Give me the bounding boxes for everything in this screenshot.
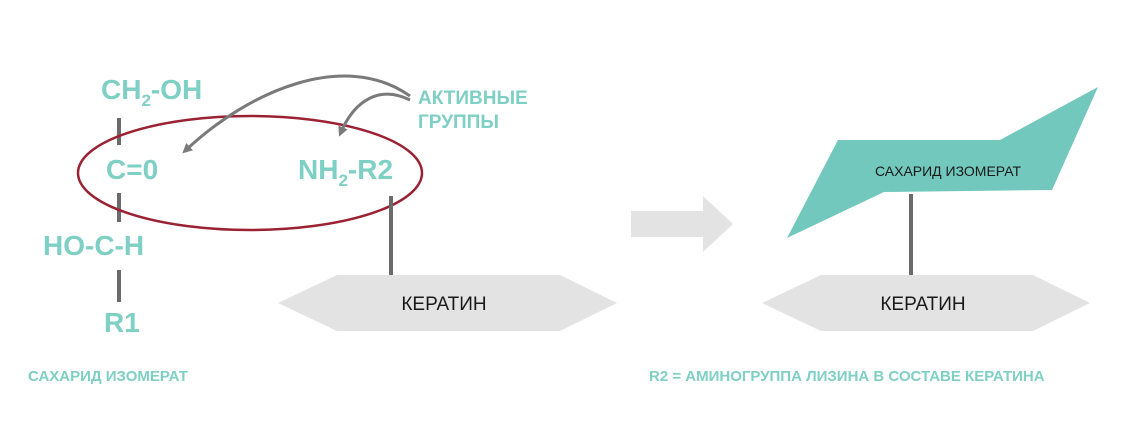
ch2oh-group: CH2-OH xyxy=(101,74,202,110)
caption-left: САХАРИД ИЗОМЕРАТ xyxy=(28,368,188,385)
saccharide-formula: CH2-OH C=0 HO-C-H R1 xyxy=(43,74,202,338)
ch2-main: CH xyxy=(101,74,141,105)
nh2-main: NH xyxy=(298,154,338,185)
right-keratin-hexagon xyxy=(762,275,1090,331)
ch2-subscript: 2 xyxy=(141,91,150,110)
active-groups-line1: АКТИВНЫЕ xyxy=(418,88,528,109)
hoch-group: HO-C-H xyxy=(43,230,144,261)
arrow-to-amine xyxy=(338,92,411,137)
right-saccharide-shape xyxy=(787,87,1098,238)
left-keratin-label: КЕРАТИН xyxy=(401,294,486,315)
caption-right: R2 = АМИНОГРУППА ЛИЗИНА В СОСТАВЕ КЕРАТИ… xyxy=(649,368,1045,385)
arrow-to-carbonyl xyxy=(182,74,411,154)
active-groups-label: АКТИВНЫЕ ГРУППЫ xyxy=(418,88,533,133)
right-keratin-label: КЕРАТИН xyxy=(880,294,965,315)
active-groups-ellipse xyxy=(76,114,424,232)
right-saccharide-label: САХАРИД ИЗОМЕРАТ xyxy=(875,163,1021,179)
ch2-tail: -OH xyxy=(151,74,202,105)
nh2-subscript: 2 xyxy=(338,171,347,190)
reaction-arrow xyxy=(631,196,733,252)
nh2-tail: -R2 xyxy=(348,154,393,185)
left-keratin-hexagon xyxy=(278,275,617,331)
active-groups-line2: ГРУППЫ xyxy=(418,112,499,133)
amine-group: NH2-R2 xyxy=(298,154,393,190)
carbonyl-group: C=0 xyxy=(106,154,158,185)
r1-group: R1 xyxy=(104,307,140,338)
